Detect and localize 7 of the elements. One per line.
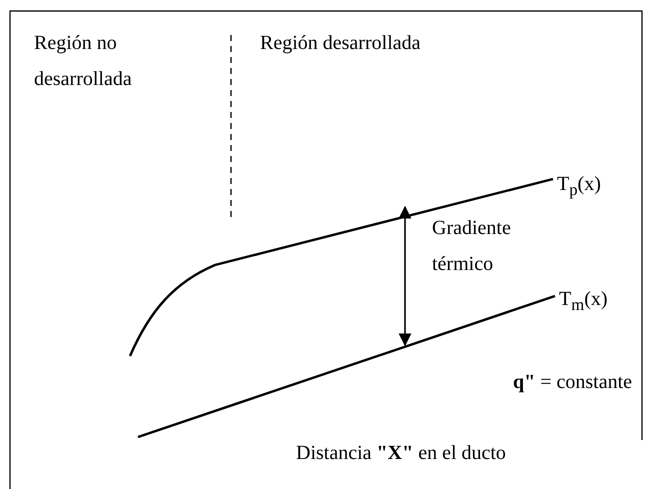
region-label: Región desarrollada [260,31,422,56]
heat-flux-label: q" = constante [513,370,634,395]
axis-label: Distancia "X" en el ducto [296,441,507,466]
curve-label: T$_{p}$(x) [557,172,602,201]
region-label: Región no desarrollada [34,31,133,92]
curve-label: T$_{m}$(x) [559,287,609,316]
gradient-label: Gradiente térmico [432,216,512,277]
